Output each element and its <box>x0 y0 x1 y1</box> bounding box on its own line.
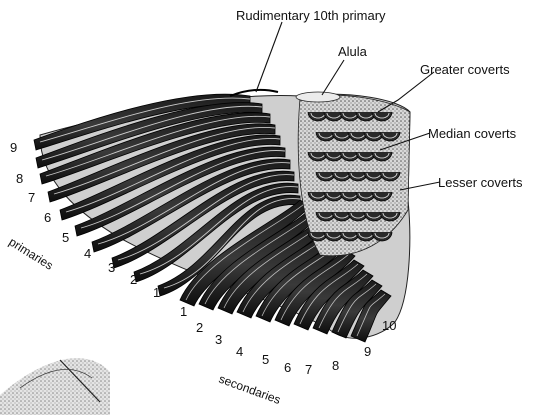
label-lesser-coverts: Lesser coverts <box>438 175 523 190</box>
secondary-number: 4 <box>236 344 243 359</box>
secondary-number: 5 <box>262 352 269 367</box>
background-sketch <box>0 358 110 415</box>
label-median-coverts: Median coverts <box>428 126 517 141</box>
primary-number: 7 <box>28 190 35 205</box>
primary-number: 9 <box>10 140 17 155</box>
secondary-number: 7 <box>305 362 312 377</box>
primary-number: 6 <box>44 210 51 225</box>
secondary-number: 3 <box>215 332 222 347</box>
primary-number: 4 <box>84 246 91 261</box>
primary-number: 1 <box>153 285 160 300</box>
wing-illustration <box>34 90 410 342</box>
label-alula: Alula <box>338 44 368 59</box>
secondary-number: 1 <box>180 304 187 319</box>
label-secondaries: secondaries <box>217 372 283 407</box>
label-greater-coverts: Greater coverts <box>420 62 510 77</box>
secondary-number: 2 <box>196 320 203 335</box>
primary-number: 8 <box>16 171 23 186</box>
label-rudimentary-10th-primary: Rudimentary 10th primary <box>236 8 386 23</box>
primary-number: 5 <box>62 230 69 245</box>
primary-number: 2 <box>130 272 137 287</box>
primary-number: 3 <box>108 260 115 275</box>
secondary-number: 10 <box>382 318 396 333</box>
secondary-number: 8 <box>332 358 339 373</box>
secondary-number: 6 <box>284 360 291 375</box>
label-primaries: primaries <box>6 235 55 273</box>
secondary-number: 9 <box>364 344 371 359</box>
